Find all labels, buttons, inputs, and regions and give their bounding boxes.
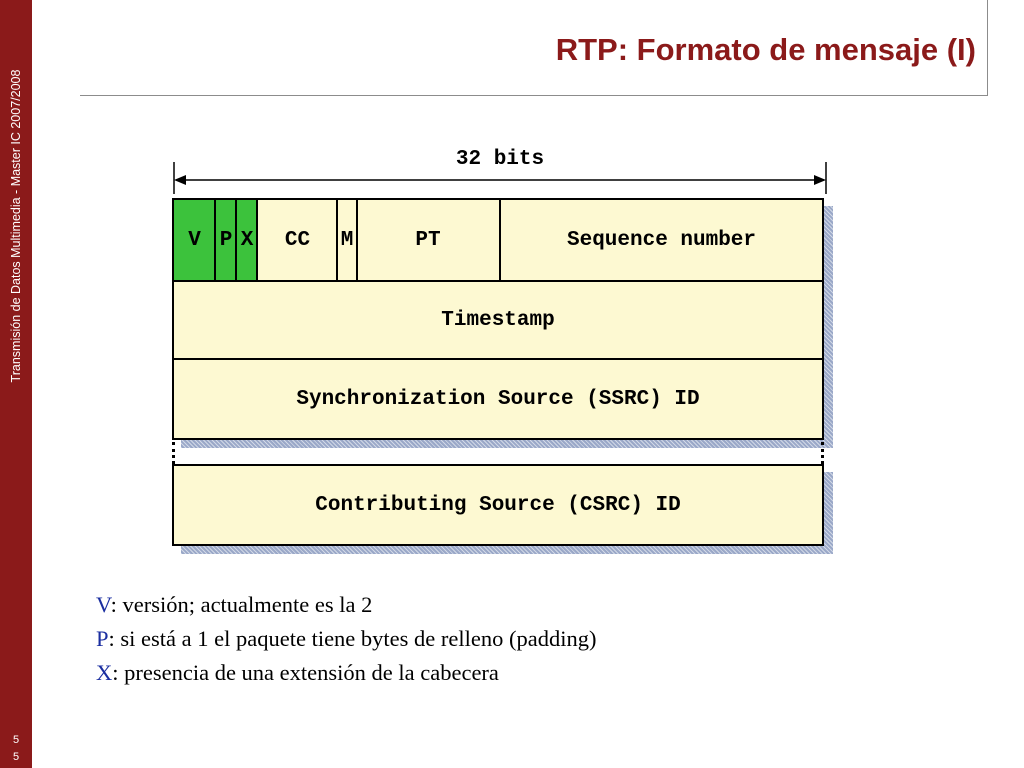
extension-field: X xyxy=(237,200,257,280)
title-rule-vertical xyxy=(987,0,988,96)
legend-key: V xyxy=(96,592,111,617)
width-arrow xyxy=(173,162,827,194)
sidebar: Transmisión de Datos Multimedia - Master… xyxy=(0,0,32,768)
marker-label: M xyxy=(340,228,354,252)
legend-item: X: presencia de una extensión de la cabe… xyxy=(96,656,596,690)
extension-label: X xyxy=(240,228,254,252)
field-divider xyxy=(235,200,237,280)
legend-text: : presencia de una extensión de la cabec… xyxy=(112,660,499,685)
payload-type-field: PT xyxy=(358,200,498,280)
field-divider xyxy=(356,200,358,280)
csrc-count-field: CC xyxy=(258,200,337,280)
padding-field: P xyxy=(216,200,236,280)
csrc-field: Contributing Source (CSRC) ID xyxy=(172,464,824,546)
page-number-digit: 5 xyxy=(12,734,20,746)
payload-type-label: PT xyxy=(415,228,441,252)
ssrc-label: Synchronization Source (SSRC) ID xyxy=(296,387,700,411)
legend-item: V: versión; actualmente es la 2 xyxy=(96,588,596,622)
legend-text: : si está a 1 el paquete tiene bytes de … xyxy=(108,626,597,651)
legend-text: : versión; actualmente es la 2 xyxy=(110,592,373,617)
field-divider xyxy=(336,200,338,280)
course-label: Transmisión de Datos Multimedia - Master… xyxy=(9,69,23,383)
legend-key: P xyxy=(96,626,109,651)
legend-key: X xyxy=(96,660,113,685)
title-rule xyxy=(80,95,988,96)
legend: V: versión; actualmente es la 2 P: si es… xyxy=(96,588,596,690)
width-label: 32 bits xyxy=(455,148,545,171)
slide-title: RTP: Formato de mensaje (I) xyxy=(555,32,976,67)
sequence-number-field: Sequence number xyxy=(501,200,822,280)
page-number-digit: 5 xyxy=(12,751,20,763)
padding-label: P xyxy=(219,228,233,252)
continuation-dots-right xyxy=(821,442,824,464)
version-field: V xyxy=(174,200,215,280)
ssrc-field: Synchronization Source (SSRC) ID xyxy=(172,358,824,440)
version-label: V xyxy=(188,228,201,252)
marker-field: M xyxy=(338,200,356,280)
sequence-number-label: Sequence number xyxy=(566,228,757,252)
legend-item: P: si está a 1 el paquete tiene bytes de… xyxy=(96,622,596,656)
timestamp-field: Timestamp xyxy=(172,280,824,360)
continuation-dots-left xyxy=(172,442,175,464)
csrc-count-label: CC xyxy=(284,228,311,252)
csrc-label: Contributing Source (CSRC) ID xyxy=(315,493,681,517)
field-divider xyxy=(256,200,258,280)
header-row: V P X CC M PT Sequence number xyxy=(172,198,824,282)
timestamp-label: Timestamp xyxy=(441,308,555,332)
field-divider xyxy=(214,200,216,280)
field-divider xyxy=(499,200,501,280)
